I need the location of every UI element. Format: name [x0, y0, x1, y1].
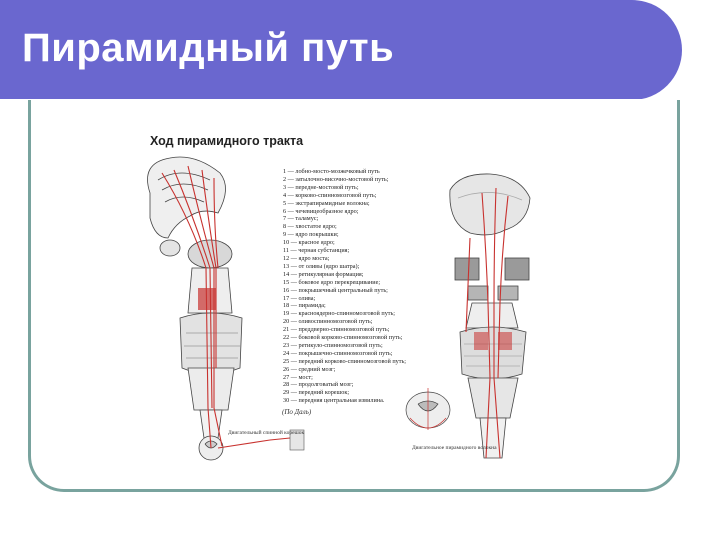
legend-item: 27 — мост; — [283, 373, 313, 381]
legend-item: 1 — лобно-мосто-мозжечковый путь — [283, 168, 380, 175]
legend-item: 3 — передне-мостовой путь; — [283, 183, 359, 191]
legend-item: 23 — ретикуло-спинномозговой путь; — [283, 341, 383, 349]
right-diagram — [449, 173, 531, 459]
legend-item: 9 — ядро покрышки; — [283, 231, 339, 239]
legend-item: 26 — средний мозг; — [283, 365, 336, 373]
inset-diagram — [405, 388, 451, 430]
legend-item: 22 — боковой корково-спинномозговой путь… — [283, 334, 403, 342]
legend-item: 16 — покрышечный центральный путь; — [283, 286, 388, 294]
legend-item: 21 — преддверно-спинномозговой путь; — [283, 326, 390, 334]
legend-item: 5 — экстрапирамидные волокна; — [283, 199, 370, 207]
caption-left: Двигательный спинной корешок — [228, 430, 305, 436]
title-bar — [0, 0, 682, 100]
figure-signature: (По Даль) — [282, 408, 312, 416]
legend-item: 4 — корково-спинномозговой путь; — [283, 191, 377, 199]
legend-item: 11 — черная субстанция; — [283, 247, 350, 255]
legend-item: 13 — от оливы (ядро шатра); — [283, 262, 360, 270]
legend-item: 6 — чечевицеобразное ядро; — [283, 207, 359, 215]
legend-item: 24 — покрышечно-спинномозговой путь; — [283, 349, 393, 357]
title-underline — [0, 99, 682, 102]
content-frame — [28, 100, 680, 492]
legend-item: 20 — оливоспинномозговой путь; — [283, 318, 373, 326]
pyramidal-tract-illustration — [147, 156, 531, 461]
legend-item: 25 — передний корково-спинномозговой пут… — [283, 357, 406, 365]
legend-item: 7 — таламус; — [283, 215, 319, 223]
caption-inset: Двигательное пирамидного волокна — [412, 445, 497, 451]
legend-item: 14 — ретикулярная формация; — [283, 270, 364, 278]
legend-item: 8 — хвостатое ядро; — [283, 223, 337, 231]
slide-title: Пирамидный путь — [22, 26, 395, 70]
legend-item: 15 — боковое ядро перекрещивание; — [283, 278, 381, 286]
legend-item: 10 — красное ядро; — [283, 239, 335, 247]
legend-item: 29 — передний корешок; — [283, 389, 350, 397]
legend-item: 12 — ядро моста; — [283, 254, 330, 262]
left-tracts — [161, 165, 291, 449]
left-diagram — [147, 156, 243, 461]
legend-item: 19 — красноядерно-спинномозговой путь; — [283, 310, 396, 318]
legend-item: 2 — затылочно-височно-мостовой путь; — [283, 175, 389, 183]
legend-item: 30 — передняя центральная извилина. — [283, 397, 385, 405]
legend-item: 18 — пирамида; — [283, 302, 326, 310]
legend-item: 28 — продолговатый мозг; — [283, 381, 354, 389]
legend-item: 17 — олива; — [283, 294, 316, 302]
right-tracts — [465, 187, 509, 459]
figure-title: Ход пирамидного тракта — [150, 134, 304, 148]
